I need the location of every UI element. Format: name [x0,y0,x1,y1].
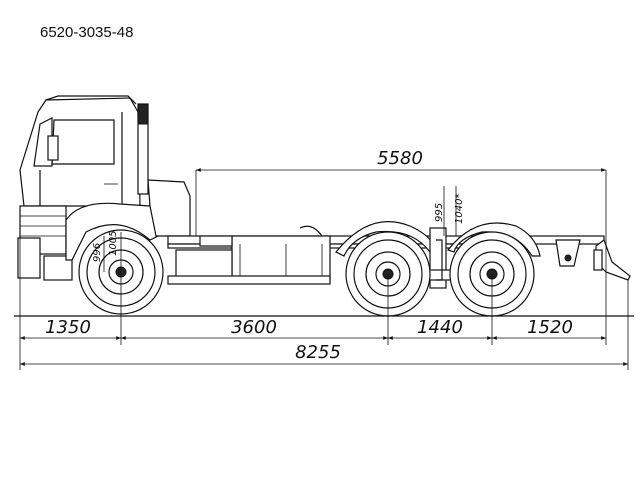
truck-silhouette [14,95,634,317]
dim-frame-height-loaded: 1040* [454,194,465,224]
dim-overall-length-label: 8255 [295,342,341,363]
mirror [47,135,59,161]
engine-side [147,179,191,237]
dim-front-wheel-height: 1005 [108,231,119,256]
fuel-tank [231,235,331,281]
dim-rear-overhang-label: 1520 [527,317,573,338]
front-bumper [17,237,41,279]
dim-frame-length-label: 5580 [377,148,423,169]
cab-window [51,119,115,165]
dimension-lines: 5580 1350 3600 1440 1520 8255 996 1005 9… [19,148,629,370]
dim-front-tire-height: 996 [92,243,103,262]
dim-front-overhang-label: 1350 [45,317,91,338]
dim-wheelbase-label: 3600 [231,317,277,338]
dim-bogie-spacing-label: 1440 [417,317,463,338]
rear-light-bracket [555,239,581,267]
rear-fender-2 [447,222,541,257]
battery-box [175,249,233,281]
dim-frame-height-rear: 995 [434,203,445,222]
model-code-label: 6520-3035-48 [40,24,134,41]
front-fender [65,202,159,261]
cab [17,95,149,281]
